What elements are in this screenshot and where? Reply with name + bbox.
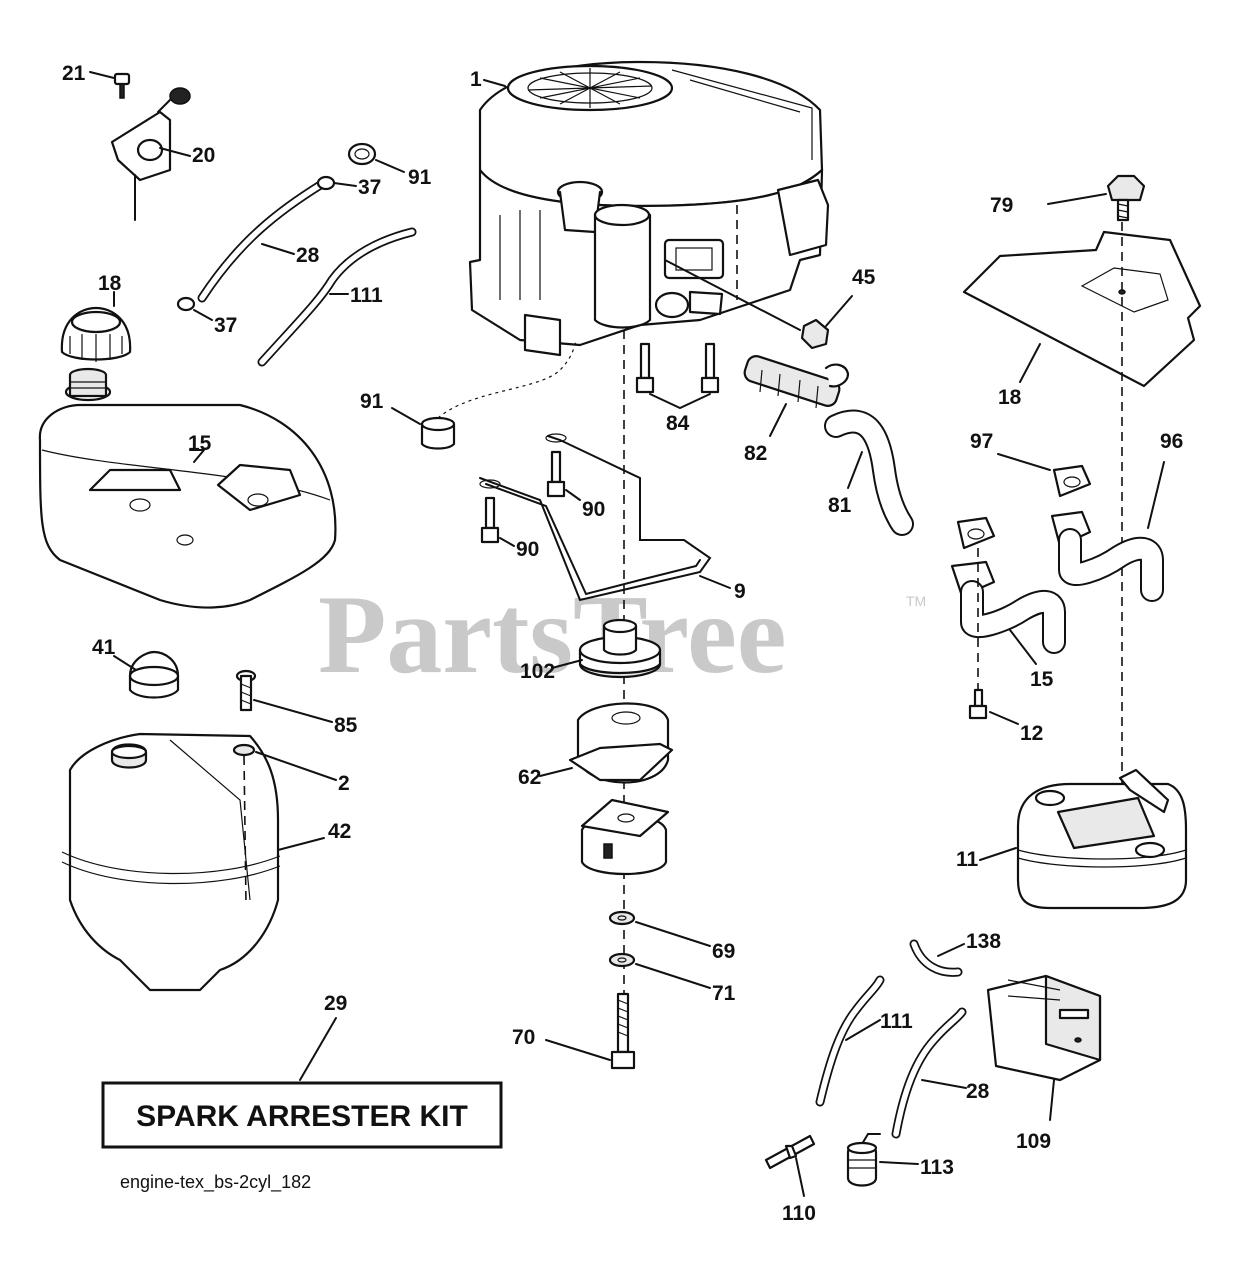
callout-42: 71 (712, 982, 736, 1005)
callout-70: 15 (1030, 668, 1054, 691)
callout-111-right: 111 (880, 1010, 913, 1033)
pto-clutch-part-11[interactable] (568, 702, 674, 876)
callout-1: 1 (470, 68, 482, 91)
hose-part-28-right[interactable] (891, 1007, 967, 1139)
callout-138: 138 (966, 930, 1001, 953)
watermark-trademark: TM (906, 593, 926, 609)
callout-41: 69 (712, 940, 735, 963)
callout-11: 62 (518, 766, 541, 789)
callout-69: 97 (970, 430, 993, 453)
fuel-cap-part-18-lower[interactable] (128, 650, 180, 699)
diagram-caption: engine-tex_bs-2cyl_182 (120, 1172, 311, 1193)
callout-102: 79 (990, 194, 1013, 217)
fuel-tank-part-15-top[interactable] (38, 280, 337, 609)
callout-85: 70 (512, 1026, 535, 1049)
callout-111-left: 111 (350, 284, 383, 307)
callout-71: 96 (1160, 430, 1183, 453)
hose-part-111-right[interactable] (815, 975, 885, 1107)
callout-37-bottom: 37 (214, 314, 237, 337)
callout-81: 81 (828, 494, 852, 517)
throttle-control-part-20[interactable] (110, 87, 191, 221)
exhaust-pipe-part-71[interactable] (1050, 510, 1164, 602)
fuel-filter-part-82[interactable] (707, 312, 850, 409)
callout-82: 82 (744, 442, 767, 465)
callout-9: 9 (734, 580, 746, 603)
callout-21: 21 (62, 62, 86, 85)
muffler-part-2[interactable] (1016, 768, 1188, 910)
callout-45: 45 (852, 266, 876, 289)
oil-plug-part-45[interactable] (800, 318, 830, 350)
callout-91-top: 91 (408, 166, 432, 189)
callout-90-upper: 90 (582, 498, 605, 521)
callout-18-lower: 41 (92, 636, 116, 659)
bolt-part-84-left[interactable] (635, 342, 655, 394)
gasket-part-69-right[interactable] (1052, 464, 1092, 498)
washer-part-42[interactable] (608, 952, 636, 968)
hose-part-81[interactable] (824, 409, 914, 536)
throttle-bolt-part-21[interactable] (113, 72, 131, 99)
callout-62: 18 (998, 386, 1022, 409)
screw-part-97[interactable] (235, 669, 257, 712)
fuel-tank-part-15-lower[interactable] (61, 732, 281, 992)
spark-arrester-part-109[interactable] (986, 974, 1102, 1082)
bolt-part-90-upper[interactable] (545, 433, 567, 498)
bolt-part-79[interactable] (968, 688, 988, 720)
callout-28-left: 28 (296, 244, 320, 267)
fuel-cap-part-18-top[interactable] (60, 306, 132, 362)
bolt-part-84-right[interactable] (700, 342, 720, 394)
gasket-part-69-left[interactable] (956, 516, 996, 550)
washer-part-96[interactable] (232, 743, 256, 757)
callout-28-right: 28 (966, 1080, 990, 1103)
callout-37-top: 37 (358, 176, 381, 199)
callout-109: 109 (1016, 1130, 1051, 1153)
callout-2: 11 (956, 848, 979, 871)
callout-97: 85 (334, 714, 358, 737)
shield-part-62[interactable] (962, 230, 1202, 388)
knob-part-102[interactable] (1106, 174, 1146, 222)
belt-guide-part-9[interactable] (479, 435, 712, 602)
callout-29: 29 (324, 992, 347, 1015)
callout-84: 84 (666, 412, 690, 435)
callout-96: 2 (338, 772, 350, 795)
callout-12: 102 (520, 660, 555, 683)
spark-arrester-kit-box[interactable] (101, 1081, 503, 1149)
washer-part-41[interactable] (608, 910, 636, 926)
callout-91-lower: 91 (360, 390, 384, 413)
callout-15-top: 15 (188, 432, 212, 455)
grommet-part-91-lower[interactable] (420, 416, 456, 450)
callout-113: 113 (920, 1156, 954, 1179)
exhaust-pipe-part-70[interactable] (950, 560, 1066, 654)
pulley-part-12[interactable] (578, 618, 662, 679)
bolt-part-90-lower[interactable] (479, 479, 501, 544)
bolt-part-85[interactable] (610, 992, 636, 1070)
engine-part-1[interactable] (468, 60, 830, 357)
connector-part-110[interactable] (764, 1134, 816, 1170)
callout-79: 12 (1020, 722, 1043, 745)
callout-110: 110 (782, 1202, 816, 1225)
hose-part-138[interactable] (909, 939, 963, 977)
hose-part-28-left[interactable] (176, 175, 336, 312)
grommet-part-91-top[interactable] (347, 142, 377, 166)
callout-15-lower: 42 (328, 820, 351, 843)
fuel-pump-part-113[interactable] (846, 1133, 881, 1187)
callout-18-top: 18 (98, 272, 122, 295)
callout-20: 20 (192, 144, 215, 167)
watermark: PartsTree (318, 573, 787, 697)
spark-arrester-kit-label: SPARK ARRESTER KIT (136, 1100, 468, 1133)
hose-part-111-left[interactable] (257, 227, 417, 367)
callout-90-lower: 90 (516, 538, 539, 561)
